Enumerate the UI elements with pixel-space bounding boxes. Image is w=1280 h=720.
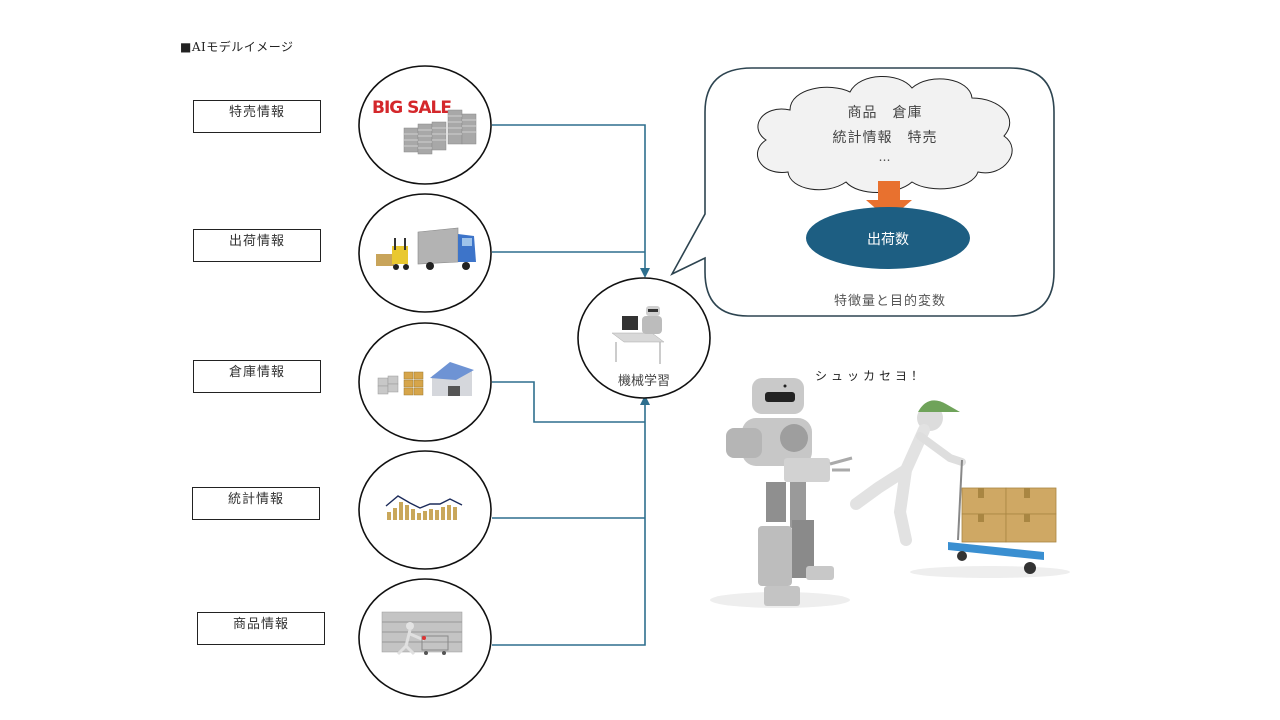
ml-label: 機械学習 <box>618 373 670 389</box>
robot-illustration <box>710 378 853 608</box>
connector-sale <box>492 124 646 272</box>
label-box-statistics: 統計情報 <box>192 487 320 520</box>
connector-product <box>492 403 646 646</box>
big-sale-icon: BIG SALE <box>372 98 477 155</box>
worker-cart-illustration <box>850 400 1070 578</box>
cloud-line-2: 統計情報 特売 <box>832 130 938 146</box>
arrowhead-up <box>640 395 650 405</box>
big-sale-text: BIG SALE <box>372 98 451 118</box>
shopping-cart-icon <box>381 611 463 656</box>
arrowhead-down <box>640 268 650 278</box>
target-ellipse <box>806 207 970 269</box>
cloud-shape <box>756 76 1013 193</box>
truck-forklift-icon <box>376 227 476 270</box>
source-circle-statistics <box>358 450 492 570</box>
target-label: 出荷数 <box>867 232 909 248</box>
robot-speech: シュッカセヨ！ <box>815 369 928 383</box>
cloud-line-1: 商品 倉庫 <box>847 105 923 121</box>
warehouse-icon <box>377 362 474 396</box>
cloud-line-3: … <box>878 150 892 164</box>
source-circle-warehouse <box>358 322 492 442</box>
label-box-shipping: 出荷情報 <box>193 229 321 262</box>
down-arrow <box>866 181 912 220</box>
connector-warehouse <box>492 381 645 423</box>
bubble-caption: 特徴量と目的変数 <box>833 294 946 309</box>
robot-computer-icon <box>611 306 665 364</box>
label-box-warehouse: 倉庫情報 <box>193 360 321 393</box>
statistics-chart-icon <box>385 495 463 520</box>
label-box-sale: 特売情報 <box>193 100 321 133</box>
page-title: ■AIモデルイメージ <box>180 40 294 54</box>
label-box-product: 商品情報 <box>197 612 325 645</box>
connectors <box>492 124 646 646</box>
